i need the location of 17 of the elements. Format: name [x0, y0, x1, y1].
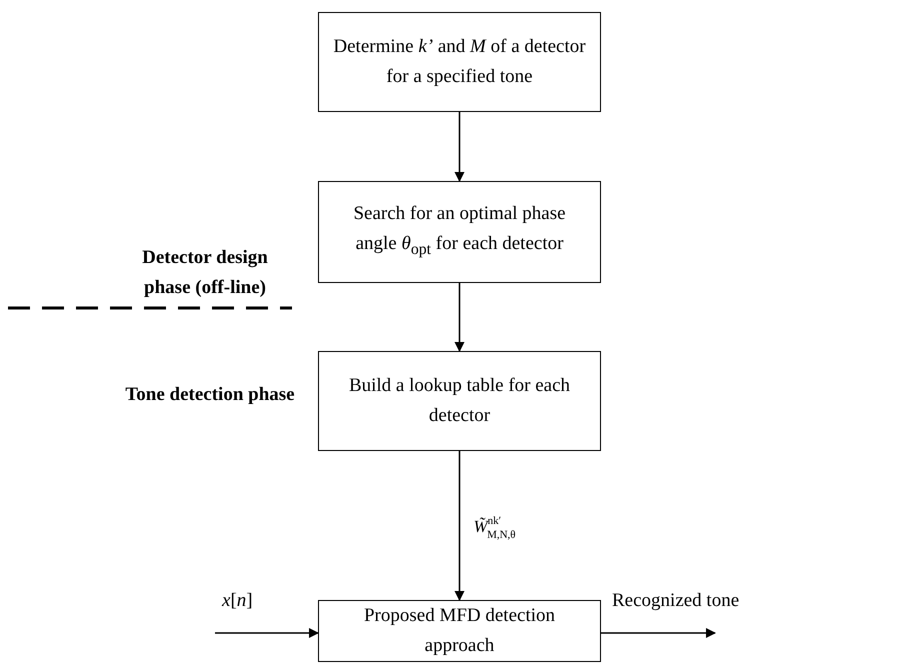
- signal-label: x[n]: [222, 589, 254, 613]
- arrow: [454, 283, 464, 352]
- process-box: [318, 600, 601, 662]
- process-box: [318, 351, 601, 451]
- phase-label: Tone detection phase: [125, 383, 295, 407]
- arrow: [454, 451, 464, 601]
- box-text: Build a lookup table for each detector: [348, 374, 572, 428]
- box-text: Determine k’ and M of a detector for a specified tone: [332, 35, 587, 89]
- signal-label: Recognized tone: [612, 589, 740, 613]
- process-box: [318, 181, 601, 283]
- phase-label: Detector design phase (off-line): [141, 246, 269, 300]
- arrow: [601, 628, 716, 638]
- arrow: [454, 112, 464, 182]
- box-text: Proposed MFD detection approach: [362, 604, 556, 658]
- box-text: Search for an optimal phase angle θ$_{opt}$ for each detector: [352, 202, 567, 260]
- process-box: [318, 12, 601, 112]
- arrow: [215, 628, 319, 638]
